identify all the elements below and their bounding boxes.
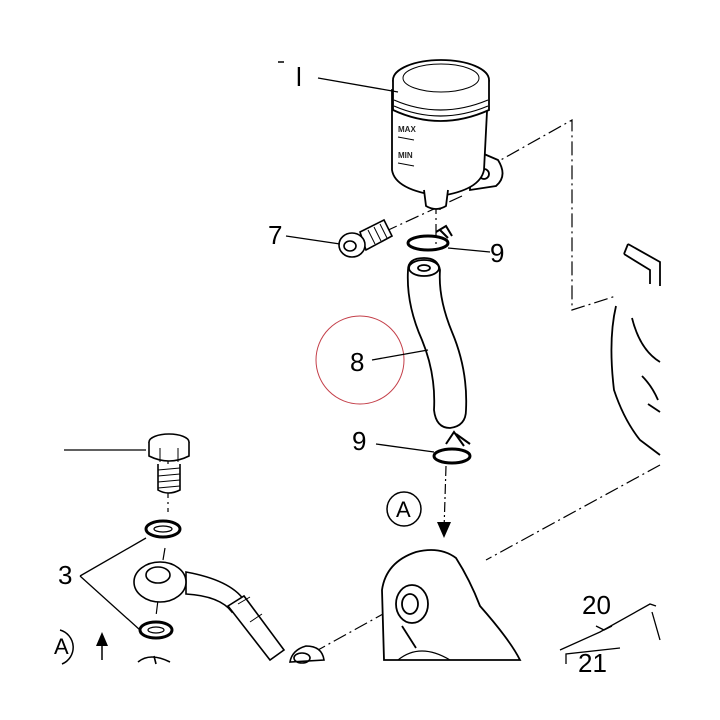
sealing-washer-upper	[144, 519, 182, 539]
callout-label-washers: 3	[58, 560, 72, 590]
callout-highlight-circle	[315, 315, 405, 405]
callout-label-hose: 8	[350, 347, 364, 377]
callout-label-bolt: 7	[268, 220, 282, 250]
callout-reservoir: l	[278, 61, 399, 93]
view-a-label-left: A	[54, 634, 69, 659]
brake-hose	[406, 257, 468, 429]
reservoir-max-mark: MAX	[398, 125, 416, 134]
banjo-fitting	[133, 561, 246, 614]
sealing-washer-lower	[138, 620, 174, 640]
caliper-bracket	[381, 549, 522, 661]
banjo-bolt	[148, 433, 190, 494]
callout-label-bracket: 20	[582, 590, 611, 620]
reservoir-min-mark: MIN	[398, 151, 413, 160]
callout-clamp-lower: 9	[352, 426, 435, 456]
callout-label-clamp-upper: 9	[490, 238, 504, 268]
brake-line	[226, 594, 286, 662]
view-a-label: A	[396, 497, 411, 522]
callout-bracket-group: 20 21	[559, 590, 661, 678]
brake-fluid-reservoir	[391, 59, 504, 210]
callout-label-bracket-partial: 21	[578, 648, 607, 678]
callout-label-reservoir: l	[296, 62, 302, 92]
view-a-indicator-left: A	[54, 629, 171, 665]
hose-clamp-lower	[432, 430, 472, 465]
callout-label-clamp-lower: 9	[352, 426, 366, 456]
callout-hose: 8	[315, 315, 429, 405]
callout-bolt: 7	[268, 220, 341, 250]
hose-clamp-upper	[406, 224, 453, 252]
callout-clamp-upper: 9	[447, 238, 504, 268]
mounting-bolt	[338, 218, 394, 258]
callout-washers: 3	[58, 537, 147, 631]
caliper-lower-left-part	[289, 645, 325, 664]
frame-bracket-right	[610, 243, 661, 456]
view-a-indicator: A	[386, 465, 451, 538]
